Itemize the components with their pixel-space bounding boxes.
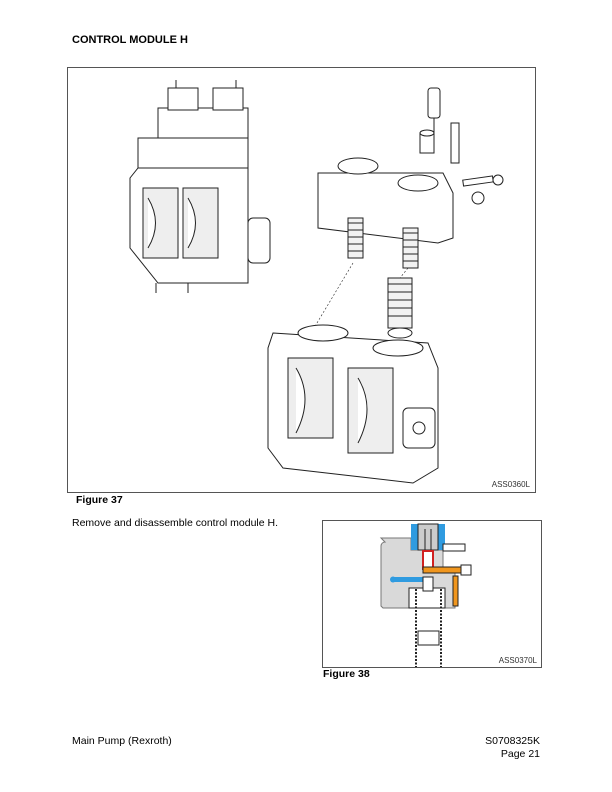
control-module-drawing xyxy=(307,87,504,339)
figure-38-code: ASS0370L xyxy=(498,656,537,665)
figure-38: ASS0370L xyxy=(322,520,542,668)
footer-page-number: Page 21 xyxy=(500,748,540,760)
figure-37-code: ASS0360L xyxy=(491,480,530,489)
pump-housing-drawing xyxy=(267,324,439,484)
section-title: CONTROL MODULE H xyxy=(72,34,188,46)
instruction-text: Remove and disassemble control module H. xyxy=(72,517,279,529)
figure-37: ASS0360L xyxy=(67,67,536,493)
figure-37-caption: Figure 37 xyxy=(76,494,123,506)
footer-doc-number: S0708325K xyxy=(485,735,540,747)
figure-38-caption: Figure 38 xyxy=(323,668,370,680)
footer-manual-title: Main Pump (Rexroth) xyxy=(72,735,172,747)
assembled-pump-drawing xyxy=(129,80,271,293)
section-view-illustration xyxy=(379,523,472,667)
exploded-view-illustration xyxy=(129,80,504,484)
